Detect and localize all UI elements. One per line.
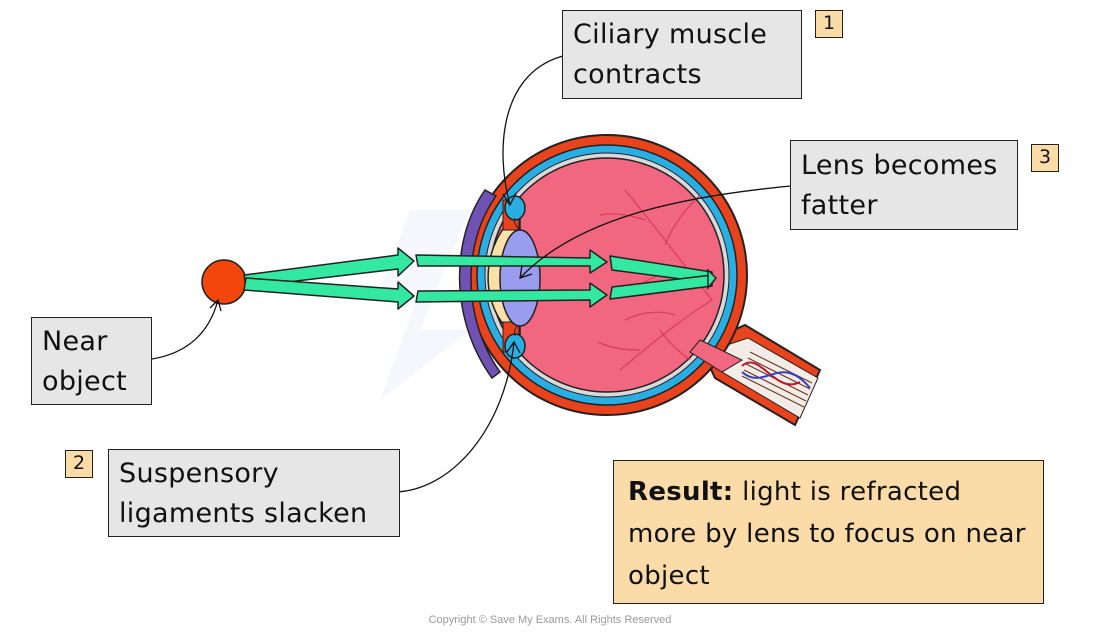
step-badge-3: 3	[1031, 144, 1059, 172]
ciliary-muscle-bottom	[504, 333, 526, 359]
suspensory-ligaments-label: Suspensory ligaments slacken	[108, 449, 400, 537]
step-badge-2: 2	[65, 450, 93, 478]
near-object-label: Near object	[31, 317, 152, 405]
near-object	[201, 259, 247, 305]
watermark	[380, 210, 470, 400]
step-badge-1: 1	[815, 10, 843, 38]
light-rays	[243, 247, 713, 310]
result-heading: Result:	[628, 477, 734, 507]
result-text: light is refracted more by lens to focus…	[628, 477, 1026, 591]
copyright: Copyright © Save My Exams. All Rights Re…	[428, 614, 672, 626]
result-box: Result: light is refracted more by lens …	[613, 460, 1044, 604]
cornea	[458, 189, 502, 380]
ciliary-muscle-label: Ciliary muscle contracts	[562, 10, 802, 99]
connector-lines	[144, 54, 802, 493]
lens-label: Lens becomes fatter	[790, 140, 1018, 230]
